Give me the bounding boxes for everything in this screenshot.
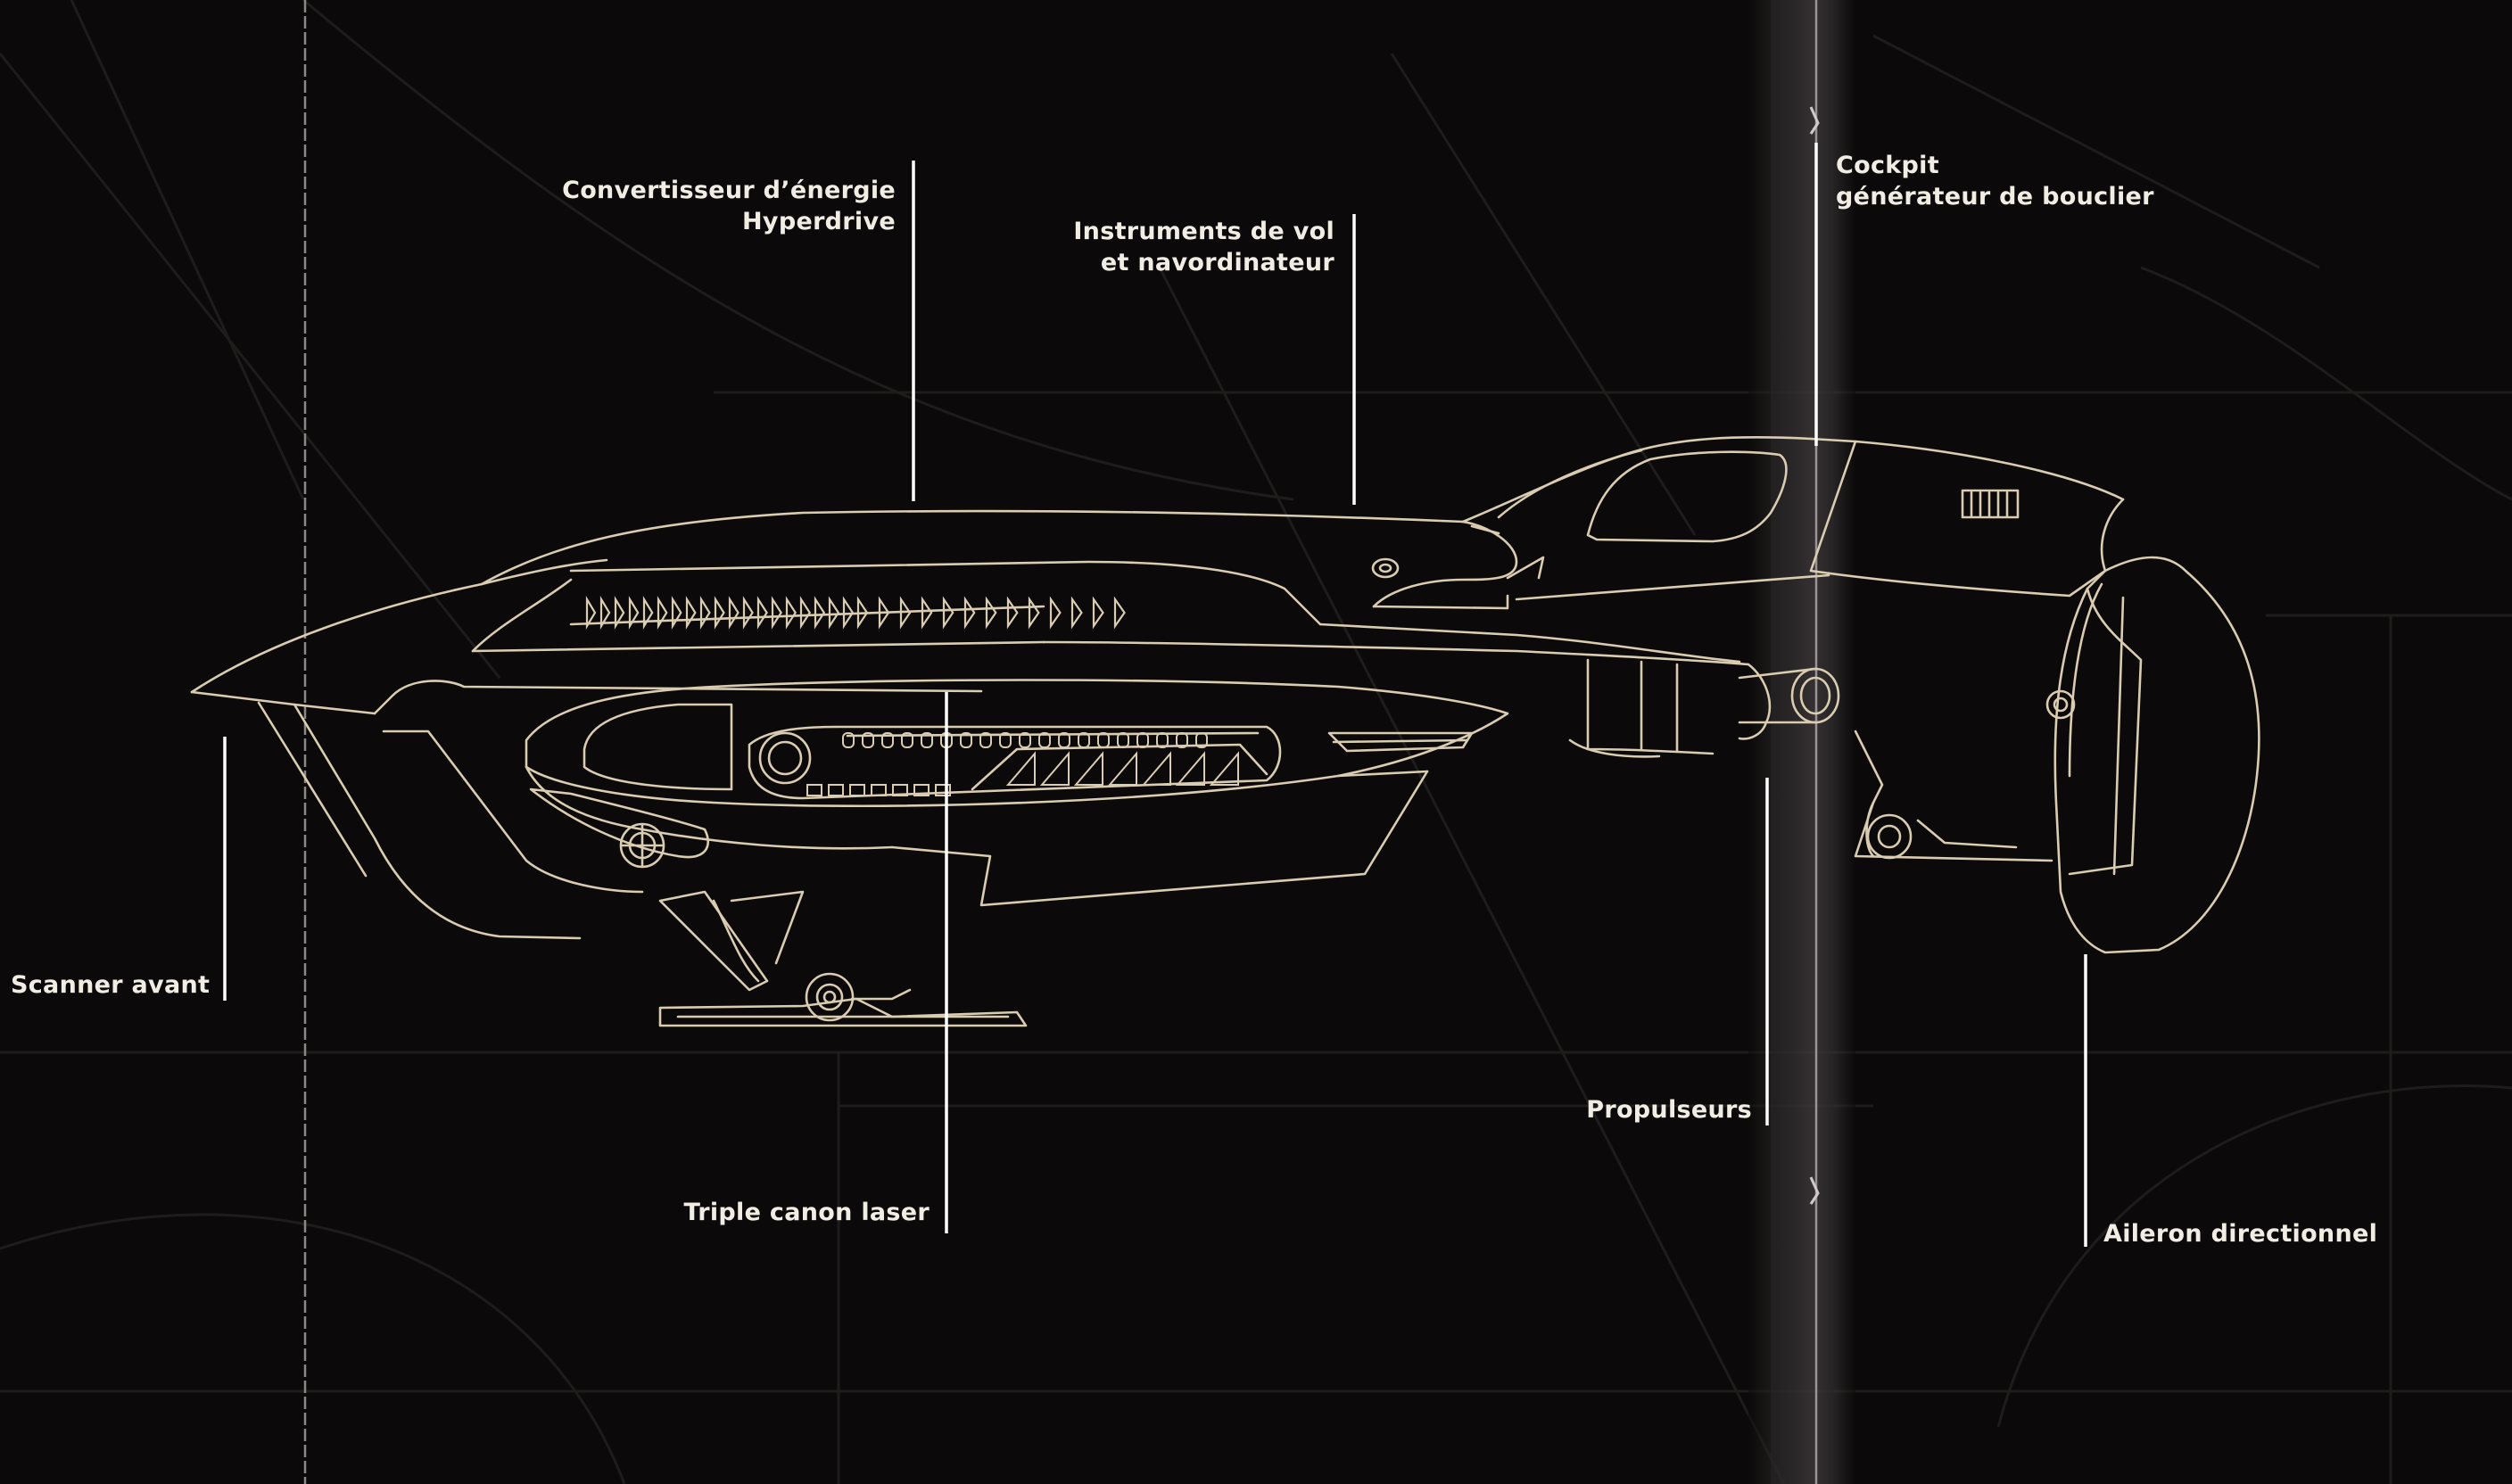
label-instruments: Instruments de vol et navordinateur	[1073, 216, 1334, 278]
vent-slot	[862, 732, 874, 748]
vent-slot	[1078, 732, 1090, 748]
vent-slot	[881, 732, 894, 748]
intake-triangle	[728, 596, 740, 630]
label-laser: Triple canon laser	[683, 1197, 930, 1228]
cannon-tooth	[913, 784, 930, 796]
intake-vents	[585, 596, 1126, 630]
intake-triangle	[714, 596, 725, 630]
ship-hull	[190, 436, 2260, 1027]
intake-triangle	[614, 596, 625, 630]
intake-triangle	[685, 596, 697, 630]
vent-slot	[1097, 732, 1110, 748]
cannon-tooth	[871, 784, 887, 796]
vent-slot	[1136, 732, 1149, 748]
intake-triangle	[1006, 596, 1019, 630]
label-thrusters-text: Propulseurs	[1586, 1096, 1752, 1124]
label-converter-line1: Convertisseur d’énergie	[562, 177, 896, 204]
vent-slot	[842, 732, 855, 748]
cannon-tooth	[828, 784, 844, 796]
label-instruments-line1: Instruments de vol	[1073, 218, 1334, 245]
intake-triangle	[921, 596, 933, 630]
chevron-mark	[1039, 751, 1070, 786]
intake-triangle	[1049, 596, 1062, 630]
chevron-mark	[1073, 751, 1103, 786]
intake-triangle	[642, 596, 654, 630]
intake-triangle	[585, 596, 597, 630]
intake-triangle	[756, 596, 768, 630]
label-scanner: Scanner avant	[11, 969, 210, 1001]
label-scanner-text: Scanner avant	[11, 971, 211, 999]
intake-triangle	[878, 596, 890, 630]
intake-triangle	[985, 596, 997, 630]
vent-slot	[1019, 732, 1031, 748]
intake-triangle	[1028, 596, 1040, 630]
cannon-tooth	[892, 784, 908, 796]
intake-triangle	[771, 596, 782, 630]
intake-triangle	[963, 596, 976, 630]
chevron-mark	[1175, 751, 1205, 786]
intake-triangle	[942, 596, 954, 630]
vent-slot	[1058, 732, 1070, 748]
chevron-mark	[1107, 751, 1137, 786]
cannon-chevrons	[1005, 751, 1239, 786]
intake-triangle	[628, 596, 640, 630]
vent-slot	[901, 732, 913, 748]
intake-triangle	[699, 596, 711, 630]
intake-triangle	[1070, 596, 1083, 630]
label-cockpit: Cockpit générateur de bouclier	[1836, 150, 2154, 212]
label-thrusters: Propulseurs	[1586, 1094, 1752, 1125]
label-instruments-line2: et navordinateur	[1100, 249, 1334, 276]
cannon-tooth	[806, 784, 822, 796]
intake-triangle	[828, 596, 840, 630]
cannon-teeth	[806, 784, 951, 796]
chevron-mark	[1141, 751, 1171, 786]
vent-slot	[1156, 732, 1169, 748]
label-cockpit-line2: générateur de bouclier	[1836, 183, 2154, 210]
label-laser-text: Triple canon laser	[683, 1199, 930, 1226]
chevron-mark	[1209, 751, 1239, 786]
vent-slot	[1195, 732, 1208, 748]
intake-triangle	[856, 596, 869, 630]
intake-triangle	[814, 596, 826, 630]
cannon-vent-slots	[842, 732, 1208, 748]
intake-triangle	[899, 596, 912, 630]
label-cockpit-line1: Cockpit	[1836, 152, 1939, 179]
intake-triangle	[1113, 596, 1126, 630]
intake-triangle	[599, 596, 611, 630]
intake-triangle	[1092, 596, 1104, 630]
vent-slot	[1176, 732, 1188, 748]
intake-triangle	[785, 596, 797, 630]
vent-slot	[921, 732, 933, 748]
label-aileron-text: Aileron directionnel	[2103, 1220, 2378, 1248]
intake-triangle	[657, 596, 668, 630]
label-converter: Convertisseur d’énergie Hyperdrive	[562, 175, 896, 237]
vent-slot	[979, 732, 992, 748]
intake-triangle	[842, 596, 855, 630]
intake-triangle	[799, 596, 812, 630]
intake-triangle	[671, 596, 682, 630]
vent-slot	[960, 732, 972, 748]
vent-slot	[1117, 732, 1129, 748]
label-converter-line2: Hyperdrive	[742, 208, 896, 235]
vent-slot	[999, 732, 1012, 748]
cannon-tooth	[849, 784, 865, 796]
intake-triangle	[742, 596, 754, 630]
chevron-mark	[1005, 751, 1036, 786]
label-aileron: Aileron directionnel	[2103, 1218, 2377, 1249]
vent-slot	[1038, 732, 1051, 748]
